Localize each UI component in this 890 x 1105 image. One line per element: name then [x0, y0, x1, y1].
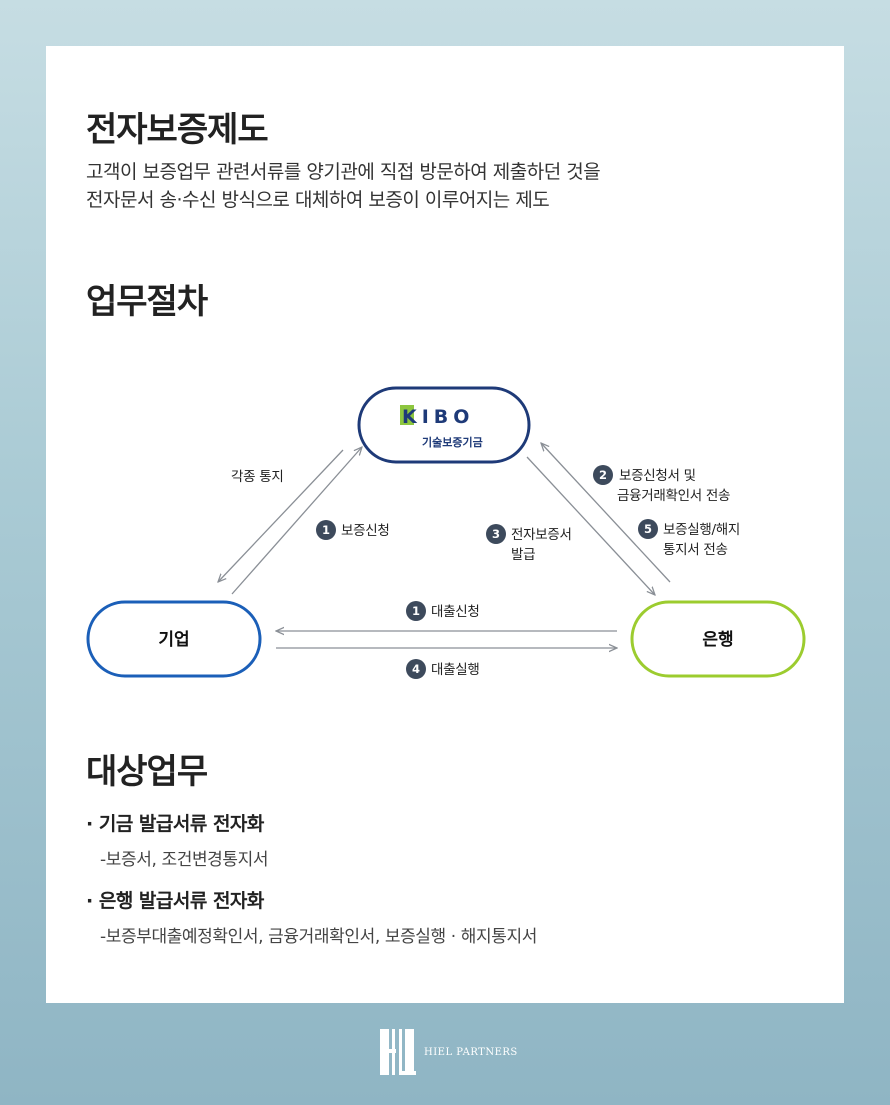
- badge-apply-num: 1: [322, 523, 330, 537]
- badge-apply: [316, 520, 336, 540]
- badge-loan-apply-num: 1: [412, 604, 420, 618]
- badge-loan-exec-num: 4: [412, 662, 420, 676]
- badge-request-docs-num: 2: [599, 468, 607, 482]
- section-description: 고객이 보증업무 관련서류를 양기관에 직접 방문하여 제출하던 것을 전자문서…: [86, 158, 601, 214]
- hiel-logo-icon: [380, 1029, 416, 1075]
- company-node: 기업: [86, 600, 262, 678]
- footer-brand-name: HIEL PARTNERS: [424, 1046, 518, 1058]
- label-notice: 각종 통지: [231, 469, 283, 485]
- label-issue: 3 전자보증서 발급: [486, 524, 572, 563]
- company-label: 기업: [158, 630, 189, 650]
- bank-label: 은행: [702, 630, 733, 650]
- target-item-title-1: · 기금 발급서류 전자화: [86, 813, 264, 835]
- badge-execution: [638, 519, 658, 539]
- label-loan-apply: 1 대출신청: [406, 601, 480, 621]
- kibo-logo-mark: [400, 405, 414, 425]
- target-item-detail-2: -보증부대출예정확인서, 금융거래확인서, 보증실행 · 해지통지서: [100, 927, 538, 947]
- bank-node: 은행: [630, 600, 806, 678]
- section-title-procedure: 업무절차: [86, 282, 208, 322]
- label-loan-exec-text: 대출실행: [431, 662, 479, 678]
- arrow-company-to-kibo: [231, 447, 362, 595]
- label-apply-text: 보증신청: [341, 523, 389, 539]
- badge-request-docs: [593, 465, 613, 485]
- label-issue-line2: 발급: [511, 547, 535, 563]
- label-loan-apply-text: 대출신청: [431, 604, 479, 620]
- section-title-target-work: 대상업무: [86, 752, 208, 792]
- label-request-docs-line2: 금융거래확인서 전송: [617, 488, 730, 504]
- label-request-docs: 2 보증신청서 및 금융거래확인서 전송: [593, 465, 730, 504]
- label-issue-line1: 전자보증서: [511, 527, 572, 543]
- target-item-title-2: · 은행 발급서류 전자화: [86, 890, 264, 912]
- content-card: 전자보증제도 고객이 보증업무 관련서류를 양기관에 직접 방문하여 제출하던 …: [46, 46, 844, 1003]
- section-title-electronic-guarantee: 전자보증제도: [86, 110, 269, 150]
- label-execution-line2: 통지서 전송: [663, 542, 728, 558]
- target-item-detail-1: -보증서, 조건변경통지서: [100, 850, 269, 870]
- badge-issue-num: 3: [492, 527, 500, 541]
- kibo-name: 기술보증기금: [422, 435, 483, 449]
- label-execution-line1: 보증실행/해지: [663, 522, 740, 538]
- arrow-kibo-to-bank: [526, 456, 655, 595]
- badge-issue: [486, 524, 506, 544]
- badge-execution-num: 5: [644, 522, 652, 536]
- label-request-docs-line1: 보증신청서 및: [619, 468, 696, 484]
- label-apply: 1 보증신청: [316, 520, 390, 540]
- label-loan-exec: 4 대출실행: [406, 659, 480, 679]
- badge-loan-exec: [406, 659, 426, 679]
- arrow-kibo-to-company: [218, 449, 344, 582]
- footer-brand: HIEL PARTNERS: [378, 1027, 518, 1077]
- description-line-2: 전자문서 송·수신 방식으로 대체하여 보증이 이루어지는 제도: [86, 189, 550, 211]
- description-line-1: 고객이 보증업무 관련서류를 양기관에 직접 방문하여 제출하던 것을: [86, 161, 601, 183]
- label-execution: 5 보증실행/해지 통지서 전송: [638, 519, 740, 558]
- kibo-node: KIBO 기술보증기금: [357, 386, 531, 464]
- arrow-bank-to-kibo: [541, 443, 671, 583]
- badge-loan-apply: [406, 601, 426, 621]
- kibo-logo-text: KIBO: [402, 406, 474, 428]
